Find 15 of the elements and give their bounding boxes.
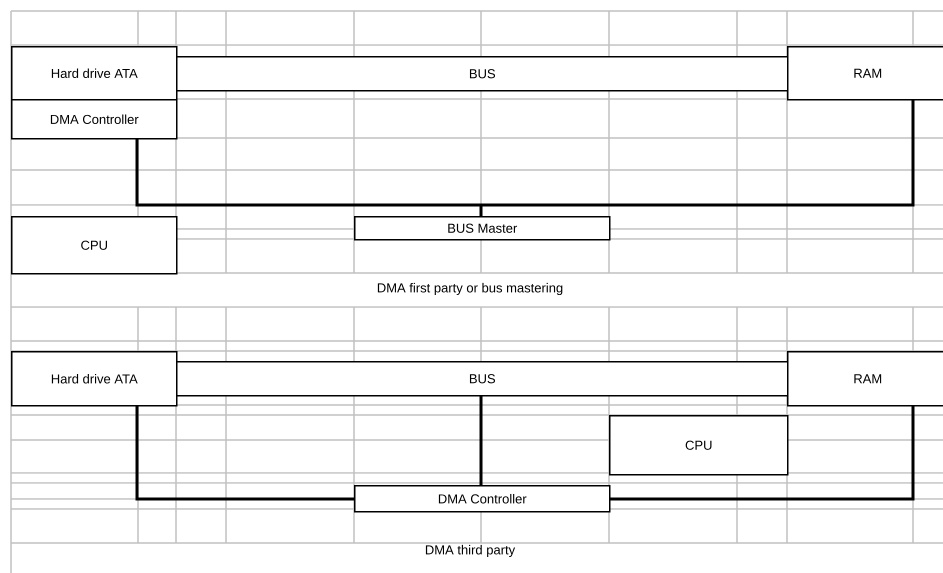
bus-master-box: BUS Master — [354, 216, 610, 240]
device-box: Hard drive ATA — [11, 46, 178, 100]
caption-text: DMA third party — [426, 544, 516, 558]
connector-line — [480, 396, 482, 485]
memory-box: RAM — [787, 351, 943, 406]
device-box: Hard drive ATA — [11, 351, 178, 406]
connector-line — [610, 406, 914, 500]
memory-box: RAM — [787, 46, 943, 100]
processor-box: CPU — [609, 415, 788, 476]
connector-line — [136, 406, 354, 500]
caption-text: DMA first party or bus mastering — [378, 282, 562, 296]
processor-box: CPU — [11, 216, 178, 274]
controller-box: DMA Controller — [354, 485, 610, 512]
connector-line — [480, 100, 914, 216]
controller-box: DMA Controller — [11, 99, 178, 140]
